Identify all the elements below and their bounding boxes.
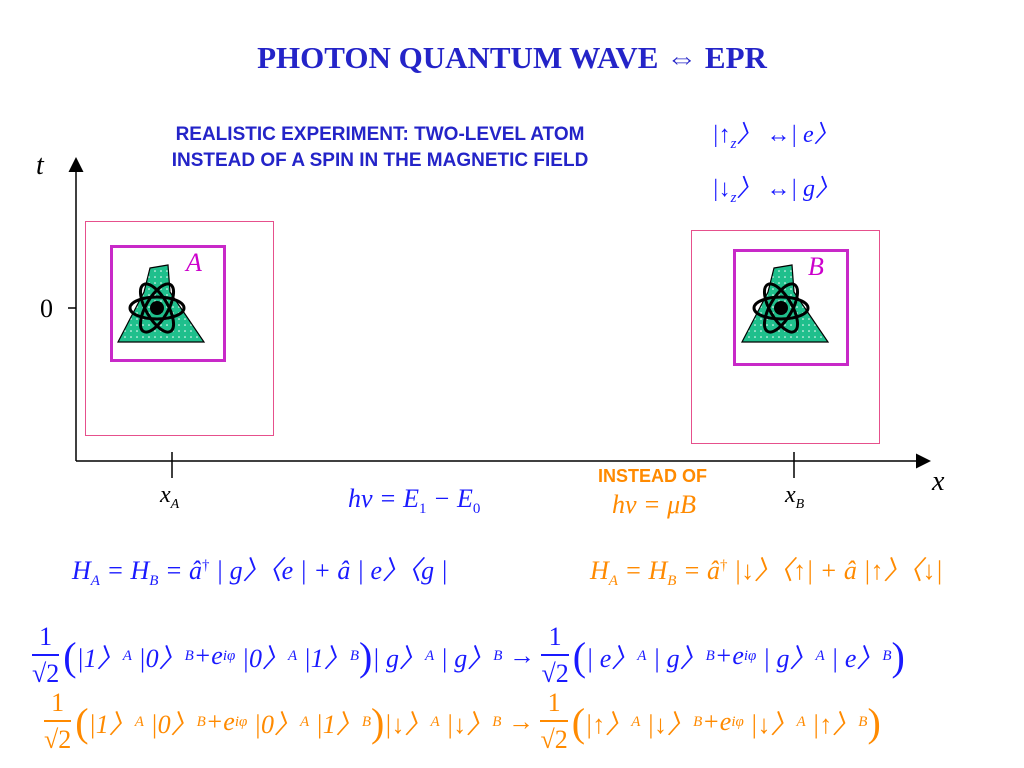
atom-label-A: A — [186, 248, 202, 277]
instead-equation: hν = μB — [612, 490, 697, 519]
region-A — [85, 221, 274, 436]
energy-equation: hν = E1 − E0 — [348, 484, 481, 518]
region-B — [691, 230, 880, 444]
atom-box-B — [733, 249, 849, 366]
atom-icon — [117, 264, 206, 343]
atom-label-B: B — [808, 252, 824, 281]
atom-box-A — [110, 245, 226, 362]
zero-label: 0 — [40, 294, 53, 323]
xA-label: xA — [160, 482, 180, 512]
page-title: PHOTON QUANTUM WAVE ⇔ EPR — [257, 40, 767, 75]
subtitle-line-1: REALISTIC EXPERIMENT: TWO-LEVEL ATOM — [175, 124, 585, 145]
correspondence-up-e: |↑z〉 ↔| e〉 — [712, 122, 838, 152]
hamiltonian-orange: HA = HB = â† |↓〉〈↑| + â |↑〉〈↓| — [590, 556, 943, 590]
xB-label: xB — [785, 482, 805, 512]
subtitle: REALISTIC EXPERIMENT: TWO-LEVEL ATOM INS… — [120, 122, 640, 174]
atom-icon — [741, 264, 830, 343]
subtitle-line-2: INSTEAD OF A SPIN IN THE MAGNETIC FIELD — [171, 150, 589, 171]
instead-of-label: INSTEAD OF — [598, 466, 708, 486]
x-axis-label: x — [932, 466, 945, 497]
t-axis-label: t — [36, 150, 44, 181]
correspondence-down-g: |↓z〉 ↔| g〉 — [712, 176, 840, 206]
hamiltonian-blue: HA = HB = â† | g〉〈e | + â | e〉〈g | — [72, 556, 448, 590]
